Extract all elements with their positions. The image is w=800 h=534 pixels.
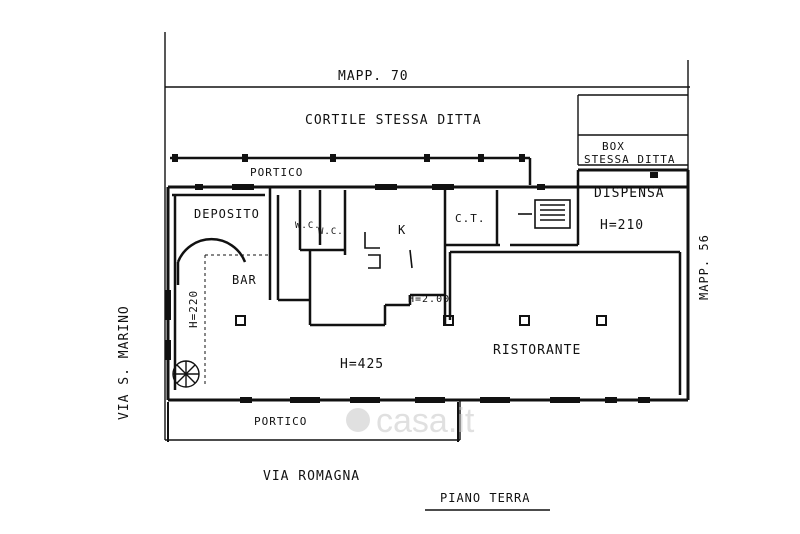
spiral-stair bbox=[172, 360, 200, 388]
svg-text:casa.it: casa.it bbox=[376, 402, 475, 440]
label-h425: H=425 bbox=[340, 357, 384, 372]
portico-top-colonnade bbox=[170, 156, 532, 185]
label-piano-terra: PIANO TERRA bbox=[440, 491, 530, 505]
label-via-san-marino: VIA S. MARINO bbox=[117, 305, 132, 420]
label-mapp70: MAPP. 70 bbox=[338, 69, 409, 84]
label-k: K bbox=[398, 223, 406, 237]
label-box: BOX bbox=[602, 140, 625, 153]
pillars bbox=[235, 315, 607, 326]
label-ct: C.T. bbox=[455, 212, 486, 225]
label-portico-bottom: PORTICO bbox=[254, 415, 307, 428]
label-ristorante: RISTORANTE bbox=[493, 343, 581, 358]
watermark-logo: casa.it bbox=[346, 402, 475, 440]
label-h210: H=210 bbox=[600, 218, 644, 233]
text-labels: MAPP. 70 CORTILE STESSA DITTA PORTICO BO… bbox=[117, 69, 711, 505]
label-portico-top: PORTICO bbox=[250, 166, 303, 179]
label-deposito: DEPOSITO bbox=[194, 207, 260, 221]
label-wc-1: W.C. bbox=[295, 221, 321, 231]
portico-top-columns bbox=[172, 154, 525, 162]
interior-walls bbox=[172, 170, 682, 395]
label-h220: H=220 bbox=[187, 290, 200, 328]
label-bar: BAR bbox=[232, 273, 257, 287]
label-wc-2: W.C. bbox=[318, 227, 344, 237]
label-cortile: CORTILE STESSA DITTA bbox=[305, 113, 482, 128]
label-h200: H=2.00 bbox=[408, 294, 450, 305]
bar-counter bbox=[204, 254, 270, 385]
boundary-lines bbox=[164, 32, 690, 441]
label-dispensa: DISPENSA bbox=[594, 186, 665, 201]
label-stessa-ditta: STESSA DITTA bbox=[584, 153, 675, 166]
stair bbox=[518, 199, 571, 229]
deposito-arc bbox=[176, 237, 247, 285]
portico-bottom-frame bbox=[167, 402, 459, 442]
label-mapp56: MAPP. 56 bbox=[697, 234, 711, 300]
kitchen-fixtures bbox=[364, 232, 413, 269]
window-marks bbox=[165, 172, 658, 403]
label-via-romagna: VIA ROMAGNA bbox=[263, 469, 360, 484]
